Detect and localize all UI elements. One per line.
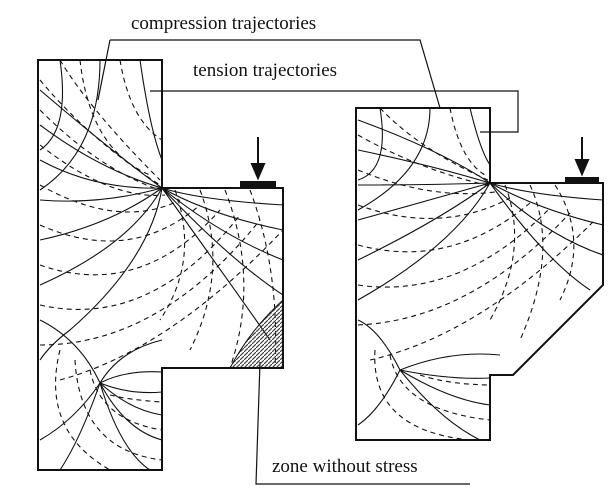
tension-leader: [150, 90, 519, 133]
left-load-arrow: [250, 137, 266, 181]
right-bracket-outline: [355, 107, 604, 441]
left-bracket-figure: [37, 59, 284, 471]
right-tension-lines: [357, 108, 596, 440]
right-bracket-figure: [355, 107, 604, 441]
compression-leader-left: [97, 39, 111, 101]
zone-label: zone without stress: [272, 456, 418, 477]
left-bracket-outline: [37, 59, 284, 471]
tension-label: tension trajectories: [193, 60, 337, 81]
zone-leader: [255, 361, 470, 485]
left-bearing-plate: [240, 181, 276, 188]
left-compression-lines: [39, 60, 283, 470]
compression-leader: [110, 39, 441, 109]
left-zone-without-stress: [229, 298, 283, 369]
right-compression-lines: [357, 108, 603, 440]
left-tension-lines: [39, 60, 283, 470]
right-bearing-plate: [565, 177, 599, 184]
compression-label: compression trajectories: [131, 13, 316, 34]
right-load-arrow: [574, 137, 590, 177]
leader-lines: [97, 39, 519, 485]
